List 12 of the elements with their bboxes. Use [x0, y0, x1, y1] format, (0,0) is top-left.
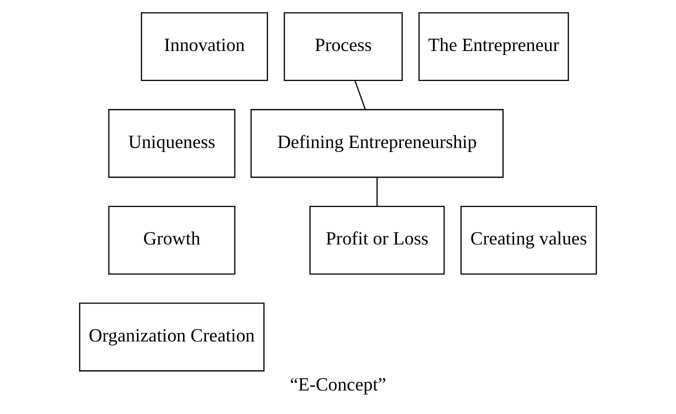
node-box: The Entrepreneur — [418, 12, 569, 82]
connector — [376, 178, 378, 206]
connector — [354, 80, 366, 110]
caption: “E-Concept” — [290, 374, 386, 396]
node-box: Uniqueness — [108, 109, 236, 178]
node-box: Growth — [108, 206, 236, 275]
node-box: Creating values — [460, 206, 597, 275]
node-box: Innovation — [140, 12, 268, 82]
node-box: Defining Entrepreneurship — [250, 109, 504, 178]
node-box: Process — [284, 12, 403, 82]
node-box: Organization Creation — [79, 302, 265, 372]
node-box: Profit or Loss — [309, 206, 445, 275]
